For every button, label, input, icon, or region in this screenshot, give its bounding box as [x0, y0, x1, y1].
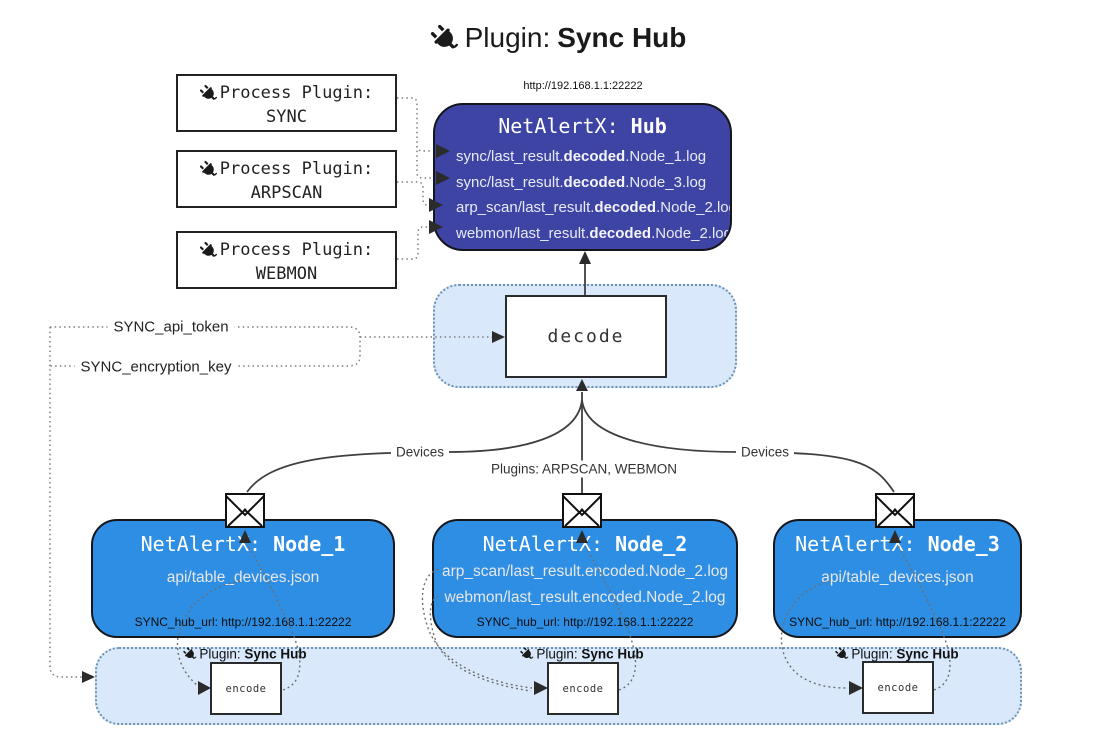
- file-post: .Node_2.log: [656, 199, 732, 216]
- keys-to-band-connector: [49, 327, 82, 678]
- process-plugin-arpscan-box: Process Plugin: ARPSCAN: [176, 150, 397, 208]
- page-title: Plugin: Sync Hub: [0, 16, 1117, 60]
- webmon-to-hub-connector: [397, 226, 428, 260]
- hub-url: http://192.168.1.1:22222: [523, 80, 643, 92]
- encoder-label-text: Plugin: Sync Hub: [536, 647, 643, 662]
- hub-title: NetAlertX: Hub: [435, 114, 730, 138]
- node-title-name: Node_2: [615, 532, 688, 556]
- devices-left-label: Devices: [390, 443, 450, 461]
- hub-title-name: Hub: [630, 114, 667, 138]
- encoder-label-text: Plugin: Sync Hub: [851, 647, 958, 662]
- node-title: NetAlertX: Node_2: [434, 532, 736, 556]
- encoder-name: Sync Hub: [896, 646, 959, 662]
- process-plugin-name: SYNC: [266, 107, 307, 127]
- encoder1-label: Plugin: Sync Hub: [181, 645, 307, 663]
- process-plugin-webmon-box: Process Plugin: WEBMON: [176, 231, 397, 289]
- page-title-label: Plugin:: [464, 22, 551, 53]
- decode-box: decode: [505, 295, 667, 378]
- hub-file: sync/last_result.decoded.Node_3.log: [435, 170, 730, 196]
- encoder-name: Sync Hub: [581, 646, 644, 662]
- plugins-middle-label: Plugins: ARPSCAN, WEBMON: [485, 460, 683, 478]
- encoder-label: Plugin:: [536, 646, 582, 662]
- node-hub-url: SYNC_hub_url: http://192.168.1.1:22222: [134, 615, 352, 629]
- hub-title-label: NetAlertX:: [498, 114, 631, 138]
- process-plugin-name: ARPSCAN: [250, 183, 323, 203]
- sync-to-hub-connector: [397, 97, 431, 179]
- devices-right-label: Devices: [735, 443, 795, 461]
- node-title-label: NetAlertX:: [795, 532, 928, 556]
- node2-box: NetAlertX: Node_2 arp_scan/last_result.e…: [432, 519, 738, 638]
- hub-file: webmon/last_result.decoded.Node_2.log: [435, 221, 730, 247]
- file-post: .Node_2.log: [651, 224, 732, 242]
- node-title-label: NetAlertX:: [482, 532, 616, 556]
- node-title-label: NetAlertX:: [140, 532, 274, 556]
- process-plugin-name: WEBMON: [255, 264, 318, 284]
- node-file: api/table_devices.json: [166, 569, 320, 586]
- node-title-name: Node_3: [927, 532, 1000, 556]
- file-post: .Node_1.log: [625, 148, 707, 165]
- process-plugin-label: Process Plugin:: [219, 240, 374, 260]
- file-bold: decoded: [563, 173, 626, 191]
- node-title-name: Node_1: [273, 532, 346, 556]
- encode2-box: encode: [547, 662, 619, 715]
- node-hub-url: SYNC_hub_url: http://192.168.1.1:22222: [789, 615, 1006, 629]
- file-bold: decoded: [589, 224, 652, 242]
- hub-file: arp_scan/last_result.decoded.Node_2.log: [435, 195, 730, 221]
- plug-icon: [197, 157, 220, 181]
- file-pre: sync/last_result.: [456, 148, 564, 165]
- encoder-name: Sync Hub: [244, 646, 307, 662]
- plug-icon: [426, 20, 462, 56]
- plug-icon: [833, 645, 851, 663]
- node1-box: NetAlertX: Node_1 api/table_devices.json…: [91, 519, 395, 638]
- arrowhead: [579, 251, 591, 264]
- node-title: NetAlertX: Node_1: [93, 532, 393, 556]
- node-hub-url: SYNC_hub_url: http://192.168.1.1:22222: [476, 615, 694, 629]
- plug-icon: [181, 645, 199, 663]
- hub-file: sync/last_result.decoded.Node_1.log: [435, 144, 730, 170]
- arrowhead: [82, 671, 95, 683]
- file-pre: webmon/last_result.: [456, 224, 590, 242]
- encoder2-label: Plugin: Sync Hub: [518, 645, 644, 663]
- encoder-label: Plugin:: [199, 646, 245, 662]
- node3-box: NetAlertX: Node_3 api/table_devices.json…: [773, 519, 1022, 638]
- file-pre: sync/last_result.: [456, 173, 564, 191]
- node-file: arp_scan/last_result.encoded.Node_2.log: [441, 563, 729, 580]
- file-post: .Node_3.log: [625, 173, 707, 191]
- encode1-box: encode: [210, 662, 282, 715]
- process-plugin-label: Process Plugin:: [219, 159, 374, 179]
- file-pre: arp_scan/last_result.: [456, 199, 595, 216]
- encoder-label-text: Plugin: Sync Hub: [199, 647, 306, 662]
- encode3-box: encode: [862, 661, 934, 714]
- node-title: NetAlertX: Node_3: [775, 532, 1020, 556]
- hub-file-list: sync/last_result.decoded.Node_1.log sync…: [435, 144, 730, 246]
- process-plugin-label: Process Plugin:: [219, 83, 374, 103]
- plug-icon: [518, 645, 536, 663]
- file-bold: decoded: [563, 148, 626, 165]
- arpscan-to-hub-connector: [397, 181, 430, 206]
- node-file: api/table_devices.json: [821, 569, 974, 586]
- sync-encryption-key-label: SYNC_encryption_key: [74, 357, 238, 377]
- file-bold: decoded: [594, 199, 657, 216]
- plug-icon: [197, 238, 220, 262]
- process-plugin-sync-box: Process Plugin: SYNC: [176, 74, 397, 132]
- encoder3-label: Plugin: Sync Hub: [833, 645, 959, 663]
- plug-icon: [197, 81, 220, 105]
- encoder-label: Plugin:: [851, 646, 897, 662]
- sync-api-token-label: SYNC_api_token: [107, 317, 235, 337]
- hub-box: NetAlertX: Hub sync/last_result.decoded.…: [433, 103, 732, 251]
- node-file: webmon/last_result.encoded.Node_2.log: [444, 589, 726, 606]
- page-title-name: Sync Hub: [557, 22, 687, 53]
